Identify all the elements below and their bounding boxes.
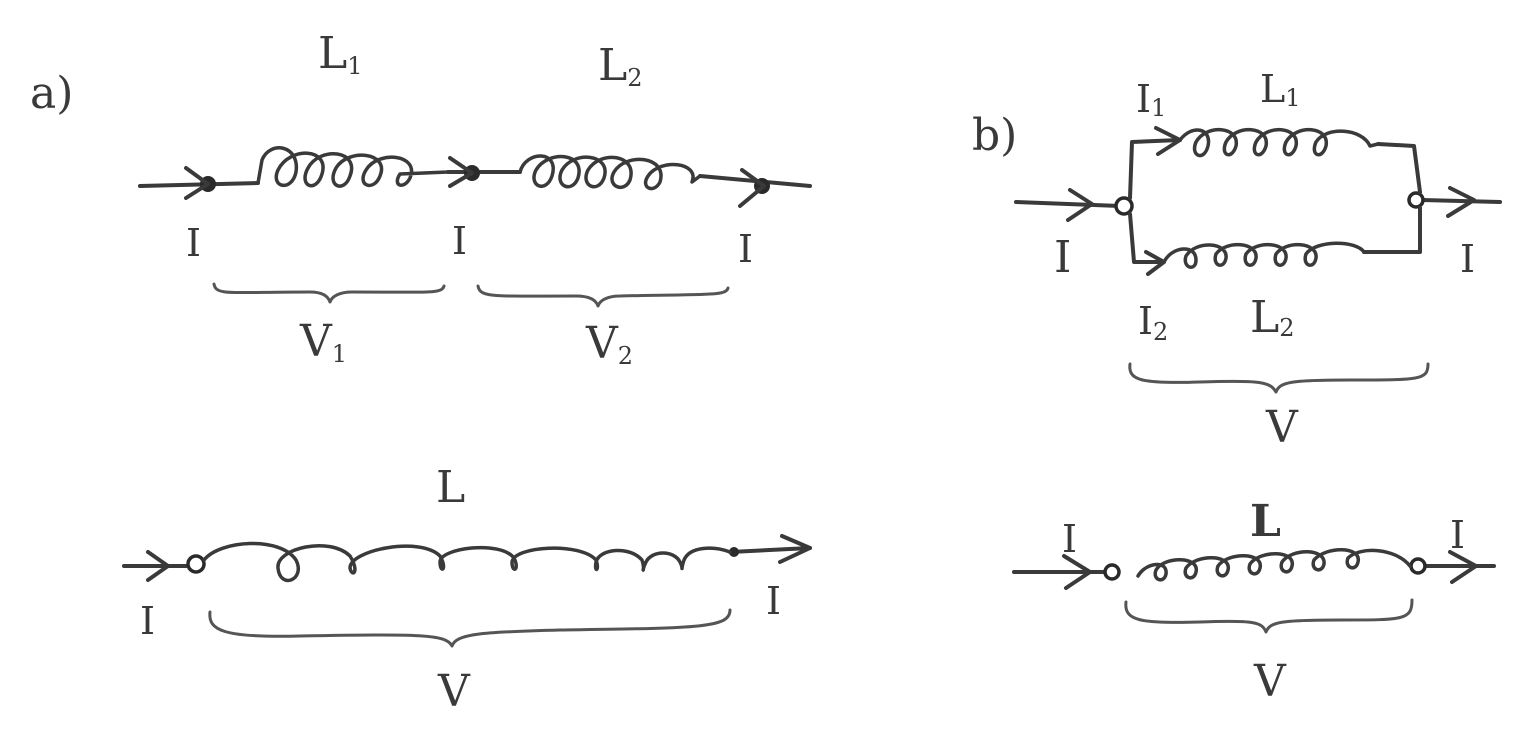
- current-arrow-icon: [1448, 550, 1478, 584]
- equivalent-current-in-label: I: [1062, 517, 1077, 561]
- voltage-v1-label: V1: [299, 316, 347, 368]
- equivalent-coil: [202, 541, 732, 583]
- current-arrow-icon: [1446, 186, 1476, 218]
- brace-v: [208, 608, 732, 648]
- equivalent-current-out-label: I: [1450, 513, 1465, 557]
- inductor-l1-coil: [256, 146, 450, 188]
- equivalent-current-in-label: I: [140, 599, 155, 643]
- current-arrow-icon: [1062, 554, 1092, 590]
- brace-v2: [476, 284, 730, 308]
- inductor-l2-label: L2: [598, 40, 643, 92]
- inductor-l1-label: L1: [1260, 67, 1301, 112]
- parallel-node-input: [1114, 196, 1134, 216]
- equivalent-inductor-label: L: [436, 462, 465, 513]
- current-label-middle: I: [452, 219, 467, 263]
- parallel-node-output: [1407, 191, 1425, 209]
- current-label-input: I: [186, 221, 201, 265]
- branch-2-current-label: I2: [1138, 299, 1168, 346]
- equivalent-wire: [122, 546, 812, 568]
- current-arrow-icon: [184, 166, 210, 200]
- brace-v1: [212, 282, 446, 304]
- panel-a-label: a): [30, 68, 73, 119]
- branch-1-current-label: I1: [1136, 77, 1166, 122]
- inductor-l2-coil: [1162, 241, 1366, 269]
- current-arrow-icon: [146, 550, 170, 582]
- series-circuit: L1 L2 I I I V1 V2: [138, 28, 812, 370]
- current-arrow-icon: [738, 168, 766, 208]
- equivalent-terminal-output: [1409, 557, 1427, 575]
- equivalent-current-out-label: I: [766, 579, 781, 623]
- current-arrow-icon: [778, 534, 812, 564]
- brace-v: [1124, 598, 1414, 634]
- equivalent-coil: [1136, 548, 1412, 582]
- equivalent-inductor-label: L: [1250, 496, 1281, 547]
- equivalent-terminal-input: [1103, 563, 1121, 581]
- parallel-circuit: I I I1 L1 I2 L2 V: [1014, 67, 1502, 453]
- inductor-l1-coil: [1178, 127, 1380, 158]
- inductor-l2-label: L2: [1250, 292, 1295, 343]
- parallel-wire: [1014, 198, 1502, 208]
- voltage-v2-label: V2: [585, 318, 633, 370]
- current-label-output: I: [738, 227, 753, 271]
- inductor-l1-label: L1: [318, 28, 363, 80]
- equivalent-voltage-label: V: [1253, 656, 1287, 707]
- equivalent-terminal-output: [729, 547, 739, 557]
- parallel-current-out-label: I: [1460, 237, 1475, 281]
- panel-b-label: b): [972, 110, 1017, 161]
- parallel-frame: [1128, 138, 1422, 264]
- current-arrow-icon: [1066, 188, 1094, 222]
- parallel-voltage-label: V: [1265, 402, 1299, 453]
- series-equivalent: L I I V: [122, 462, 812, 717]
- equivalent-terminal-input: [186, 554, 206, 574]
- current-arrow-icon: [448, 156, 474, 188]
- brace-v: [1128, 362, 1430, 394]
- equivalent-voltage-label: V: [437, 666, 471, 717]
- inductor-l2-coil: [518, 154, 702, 191]
- parallel-equivalent: L I I V: [1012, 496, 1496, 707]
- parallel-current-in-label: I: [1054, 232, 1071, 283]
